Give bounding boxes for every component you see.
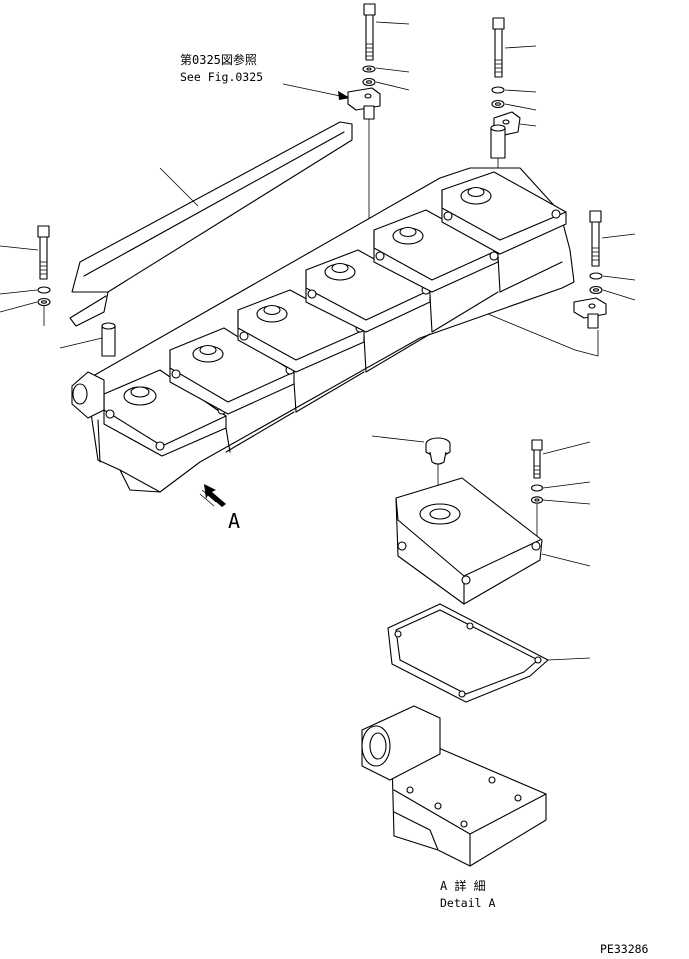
bolt-icon — [363, 3, 410, 61]
cover-segment — [441, 171, 567, 255]
washer-icon — [491, 99, 537, 111]
spacer-icon — [59, 322, 116, 357]
washer-icon — [0, 286, 51, 295]
cover-segment — [103, 369, 227, 457]
cover-segment-detail — [395, 477, 591, 605]
bolt-icon — [531, 439, 591, 479]
cover-segment — [373, 209, 499, 293]
washer-icon — [530, 496, 591, 505]
washer-icon — [0, 297, 51, 313]
spacer-icon — [490, 124, 506, 159]
washer-icon — [530, 481, 591, 492]
reference-label-jp: 第0325図参照 — [180, 52, 257, 67]
reference-label-en: See Fig.0325 — [180, 70, 263, 84]
reference-leader — [282, 83, 350, 100]
cylinder-head-detail — [361, 705, 547, 867]
washer-icon — [362, 77, 410, 91]
bracket-icon — [347, 87, 381, 120]
gasket — [387, 603, 591, 703]
washer-icon — [589, 272, 636, 281]
cap-icon — [371, 435, 451, 465]
bolt-icon — [589, 210, 636, 267]
bolt-icon — [492, 17, 537, 78]
detail-label-en: Detail A — [440, 896, 495, 910]
cover-segment — [237, 289, 365, 373]
cover-segment — [169, 327, 295, 415]
washer-icon — [362, 65, 410, 73]
bracket-icon — [573, 297, 607, 329]
washer-icon — [589, 285, 636, 301]
view-letter-a: A — [228, 509, 240, 533]
washer-icon — [491, 86, 537, 94]
bolt-icon — [0, 225, 50, 280]
drawing-code: PE33286 — [600, 942, 649, 956]
detail-label-jp: A 詳 細 — [440, 878, 486, 893]
arrow-icon — [199, 484, 226, 507]
cylinder-head-cover-assembly — [69, 121, 575, 493]
